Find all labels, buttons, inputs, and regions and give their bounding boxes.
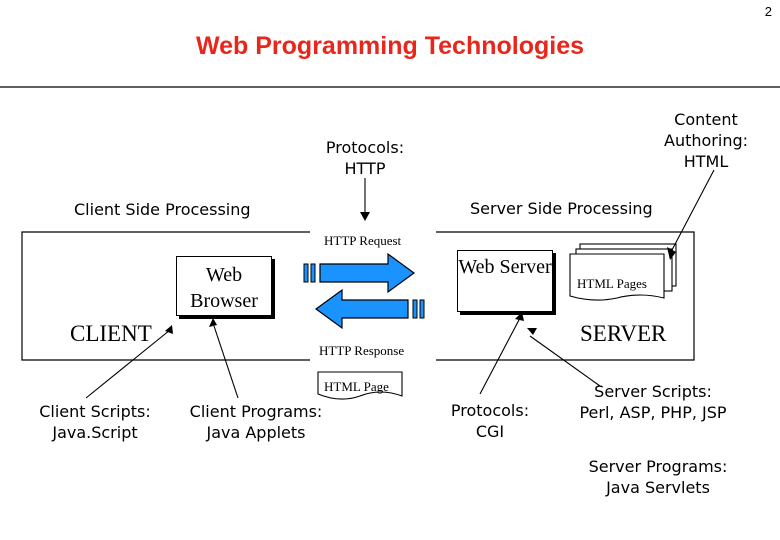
client-scripts-label: Client Scripts: Java.Script	[39, 402, 151, 442]
web-server-label: Web Server	[458, 256, 552, 278]
client-side-label: Client Side Processing	[74, 200, 251, 219]
html-page-label: HTML Page	[324, 379, 389, 394]
page-title: Web Programming Technologies	[195, 32, 584, 60]
html-pages-stack	[569, 243, 677, 301]
server-scripts-connector	[529, 335, 601, 387]
content-authoring-label: Content Authoring: HTML	[664, 110, 748, 171]
content-authoring-connector	[671, 169, 715, 251]
http-request-label: HTTP Request	[324, 233, 402, 248]
http-response-label: HTTP Response	[319, 343, 405, 358]
server-side-label: Server Side Processing	[470, 199, 653, 218]
server-label: SERVER	[580, 321, 667, 346]
web-browser-label: Web Browser	[190, 264, 258, 312]
server-scripts-label: Server Scripts: Perl, ASP, PHP, JSP	[579, 382, 727, 422]
web-browser-box	[176, 256, 272, 316]
cgi-connector	[479, 317, 521, 395]
server-region	[436, 231, 695, 361]
response-arrow	[314, 288, 425, 330]
protocols-http-label: Protocols: HTTP	[325, 138, 405, 178]
client-programs-connector	[213, 325, 239, 399]
protocols-cgi-label: Protocols: CGI	[450, 401, 530, 441]
client-label: CLIENT	[70, 321, 152, 346]
html-pages-label: HTML Pages	[577, 276, 647, 291]
web-server-box	[457, 250, 553, 312]
client-programs-label: Client Programs: Java Applets	[189, 402, 323, 442]
page-number: 2	[764, 4, 772, 19]
request-arrow	[303, 252, 416, 294]
html-page-note	[317, 371, 403, 400]
server-programs-label: Server Programs: Java Servlets	[588, 457, 728, 497]
client-region	[21, 231, 310, 361]
client-scripts-connector	[85, 329, 171, 399]
